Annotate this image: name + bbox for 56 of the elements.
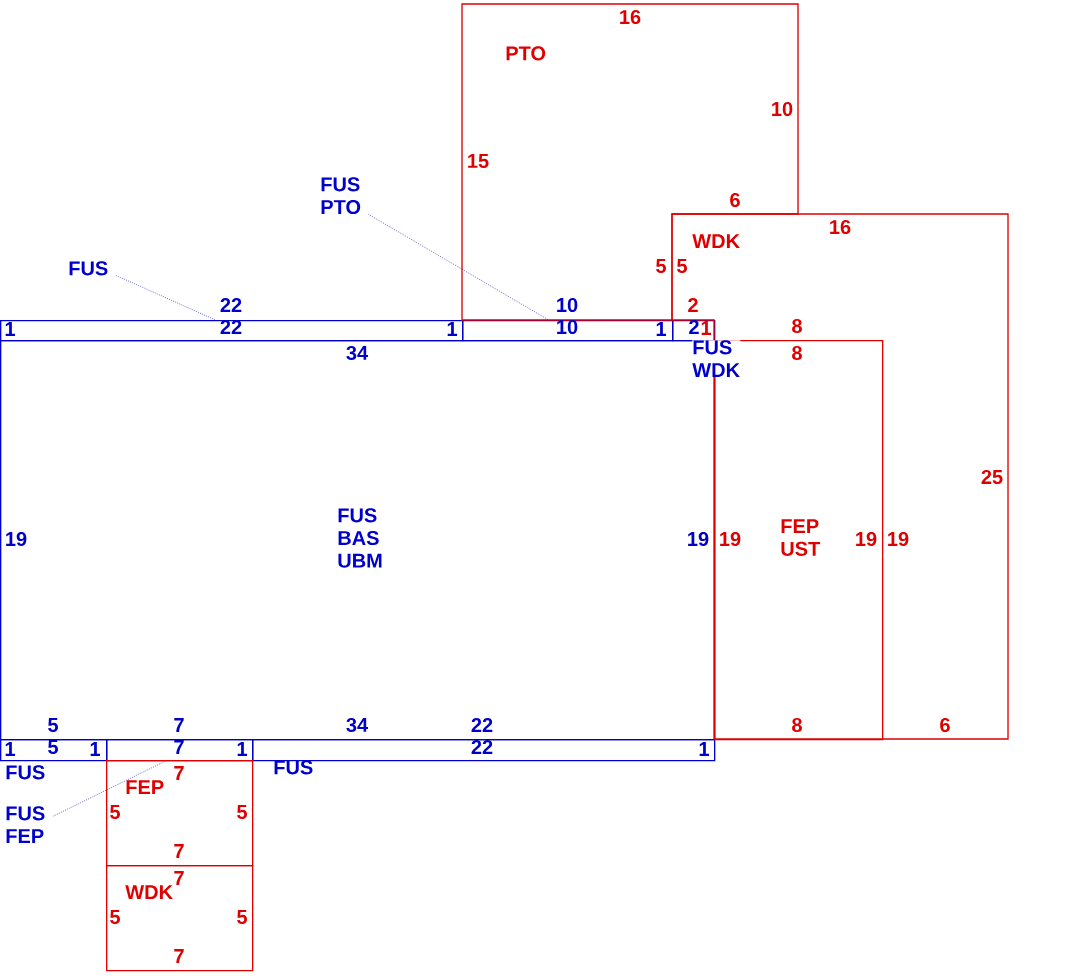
strip-box bbox=[0, 320, 464, 342]
panel-caption: FUS WDK bbox=[692, 340, 741, 377]
dimension-label: 19 bbox=[688, 531, 709, 547]
dimension-label: 5 bbox=[110, 805, 120, 819]
dimension-label: 19 bbox=[856, 531, 877, 547]
dimension-label: 16 bbox=[830, 219, 851, 235]
dimension-label: 7 bbox=[174, 740, 184, 754]
dimension-label: 1 bbox=[5, 742, 15, 756]
dimension-label: 1 bbox=[237, 742, 247, 756]
dimension-label: 6 bbox=[730, 192, 740, 208]
dimension-label: 8 bbox=[792, 345, 802, 361]
dimension-label: 1 bbox=[701, 321, 711, 335]
dimension-label: 8 bbox=[792, 318, 802, 334]
dimension-label: 7 bbox=[174, 949, 184, 963]
dimension-label: 19 bbox=[720, 531, 741, 547]
dimension-label: 1 bbox=[90, 742, 100, 756]
callout-text: FUS FEP bbox=[6, 806, 45, 843]
dimension-label: 16 bbox=[620, 9, 641, 25]
dimension-label: 25 bbox=[981, 469, 1003, 485]
dimension-label: 2 bbox=[689, 320, 699, 334]
callout-text: FUS bbox=[69, 261, 108, 276]
dimension-label: 5 bbox=[237, 910, 247, 924]
dimension-label: 7 bbox=[174, 871, 184, 885]
leader-line bbox=[368, 213, 550, 321]
strip-box bbox=[462, 320, 674, 342]
dimension-label: 5 bbox=[48, 718, 58, 732]
dimension-label: 22 bbox=[471, 740, 493, 754]
strip-box bbox=[106, 739, 254, 762]
dimension-label: 19 bbox=[6, 531, 27, 547]
dimension-label: 1 bbox=[656, 322, 666, 336]
dimension-label: 7 bbox=[174, 718, 184, 732]
dimension-label: 10 bbox=[557, 319, 578, 335]
dimension-label: 22 bbox=[471, 718, 493, 732]
dimension-label: 5 bbox=[110, 910, 120, 924]
dimension-label: 10 bbox=[772, 101, 793, 117]
dimension-label: 34 bbox=[346, 717, 368, 733]
dimension-label: 2 bbox=[688, 298, 698, 312]
panel-caption: FUS bbox=[6, 765, 45, 780]
dimension-label: 15 bbox=[468, 154, 489, 168]
dimension-label: 5 bbox=[656, 259, 666, 273]
dimension-label: 7 bbox=[174, 844, 184, 858]
dimension-label: 1 bbox=[5, 322, 15, 336]
dimension-label: 1 bbox=[447, 322, 457, 336]
callout-text: FUS PTO bbox=[321, 177, 361, 215]
dimension-label: 1 bbox=[699, 742, 709, 756]
dimension-label: 6 bbox=[940, 717, 950, 733]
leader-line bbox=[116, 275, 216, 321]
dimension-label: 5 bbox=[237, 805, 247, 819]
dimension-label: 7 bbox=[174, 766, 184, 780]
leader-line bbox=[53, 760, 166, 817]
dimension-label: 8 bbox=[792, 717, 802, 733]
dimension-label: 22 bbox=[220, 298, 242, 312]
dimension-label: 5 bbox=[677, 259, 687, 273]
dimension-label: 34 bbox=[346, 345, 368, 361]
dimension-label: 10 bbox=[557, 297, 578, 313]
dimension-label: 5 bbox=[48, 740, 58, 754]
